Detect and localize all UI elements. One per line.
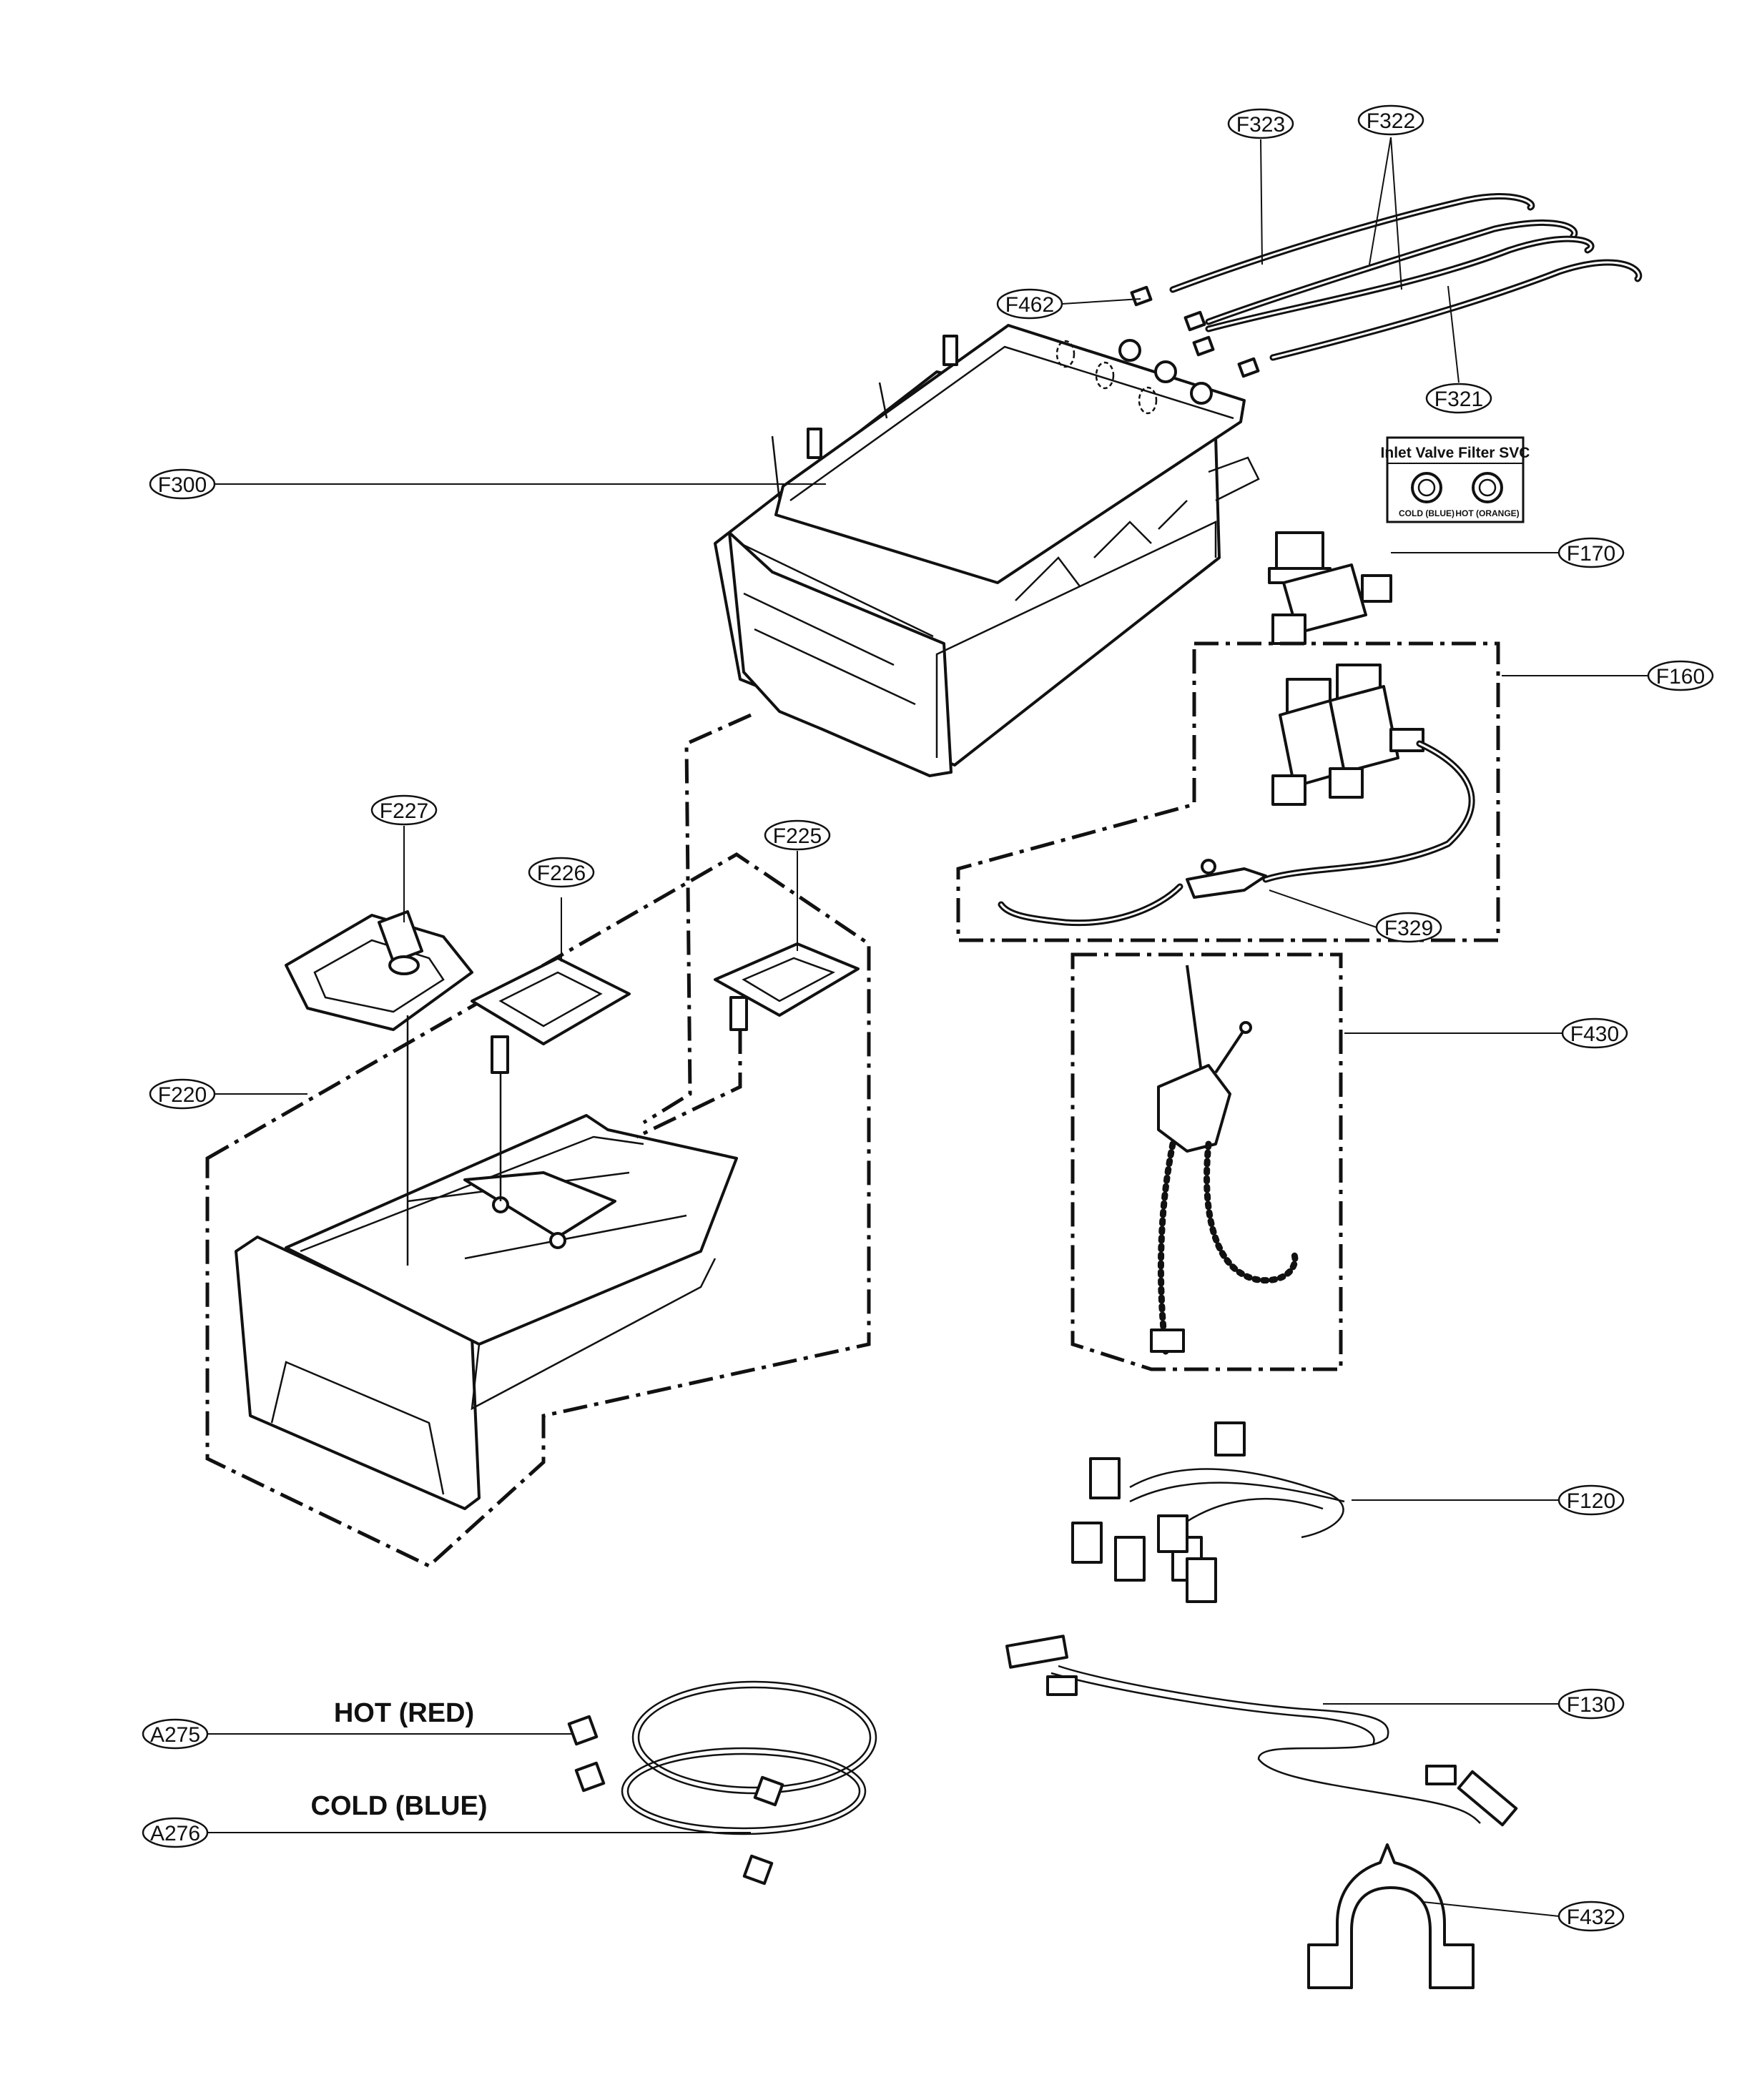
cold-blue-label: COLD (BLUE): [311, 1791, 488, 1821]
callout-f170-text: F170: [1567, 542, 1615, 566]
callout-f300: F300: [149, 468, 216, 500]
callout-f226: F226: [528, 857, 595, 888]
callout-f321: F321: [1425, 383, 1492, 414]
callout-f329-text: F329: [1384, 917, 1433, 940]
single-inlet-valve: [1268, 531, 1392, 645]
callout-f220-text: F220: [158, 1083, 207, 1107]
callout-f321-text: F321: [1434, 388, 1483, 411]
supply-hoses: [567, 1680, 877, 1885]
callout-f130-text: F130: [1567, 1693, 1615, 1717]
callout-f329: F329: [1375, 912, 1442, 943]
callout-f432: F432: [1557, 1901, 1625, 1932]
inlet-hoses: [1169, 193, 1643, 361]
hose-clamps: [1130, 285, 1260, 378]
inlet-valve-filter-box: [1386, 436, 1525, 523]
callout-a276: A276: [142, 1817, 209, 1848]
callout-a276-text: A276: [150, 1822, 200, 1845]
callout-f432-text: F432: [1567, 1906, 1615, 1929]
callout-f430-text: F430: [1570, 1022, 1619, 1046]
inlet-filter-cold-caption: COLD (BLUE): [1399, 508, 1455, 518]
callout-f225: F225: [764, 819, 831, 851]
callout-f227-text: F227: [380, 799, 428, 823]
callout-f120-text: F120: [1567, 1489, 1615, 1513]
callout-f430: F430: [1561, 1017, 1628, 1049]
callout-f220: F220: [149, 1078, 216, 1110]
valve-kit-boundary: [956, 641, 1500, 942]
callout-f322-text: F322: [1367, 109, 1415, 133]
wire-harness-long: [1005, 1635, 1518, 1827]
siphon-cap-center: [471, 957, 631, 1074]
callout-f160: F160: [1647, 660, 1714, 691]
callout-f160-text: F160: [1656, 665, 1705, 689]
leader-lines: [207, 137, 1648, 1917]
callout-f322: F322: [1357, 104, 1424, 136]
detergent-drawer: [235, 1114, 738, 1510]
callout-f323: F323: [1227, 108, 1294, 139]
drain-kit-boundary: [1071, 952, 1343, 1371]
drawer-kit-boundary: [205, 852, 871, 1568]
drain-hose-assembly: [1150, 965, 1299, 1355]
callout-f120: F120: [1557, 1484, 1625, 1516]
rinse-cap: [285, 910, 473, 1031]
callout-a275-text: A275: [150, 1723, 200, 1747]
callout-f227: F227: [370, 794, 438, 826]
double-inlet-valve: [998, 664, 1475, 927]
callout-f130: F130: [1557, 1688, 1625, 1720]
hose-guide-bracket: [1307, 1843, 1475, 1989]
callout-f323-text: F323: [1236, 113, 1285, 137]
guide-line-right-cap: [635, 1030, 742, 1139]
wire-harness-connectors: [1071, 1421, 1345, 1603]
hot-red-label: HOT (RED): [334, 1698, 474, 1728]
guide-line-housing-drawer: [642, 713, 752, 1125]
callout-f170: F170: [1557, 537, 1625, 568]
callout-f462: F462: [996, 288, 1063, 320]
dispenser-housing: [714, 324, 1260, 777]
inlet-filter-title: Inlet Valve Filter SVC: [1381, 445, 1530, 461]
callout-f226-text: F226: [537, 862, 586, 885]
callout-a275: A275: [142, 1718, 209, 1750]
siphon-cap-right: [714, 942, 860, 1031]
inlet-filter-hot-caption: HOT (ORANGE): [1455, 508, 1519, 518]
callout-f462-text: F462: [1005, 293, 1054, 317]
callout-f225-text: F225: [773, 824, 822, 848]
callout-f300-text: F300: [158, 473, 207, 497]
